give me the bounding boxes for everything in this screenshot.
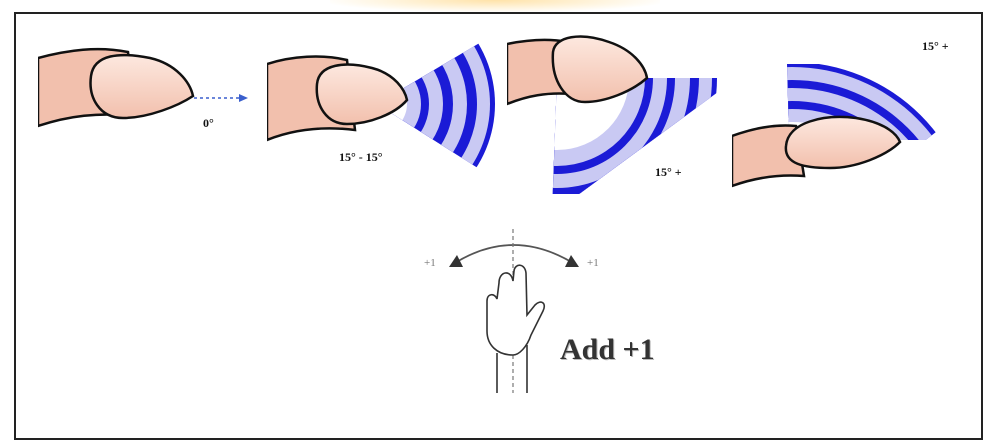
top-band [0,0,999,12]
fingernail-shape [91,55,193,118]
arrowhead-icon [239,94,248,102]
rotation-arc [455,245,573,263]
right-arrowhead-icon [565,255,579,267]
panel-zero-degree: 0° [38,34,258,194]
add-one-label: Add +1 [560,333,655,367]
angle-label: 0° [203,116,214,131]
rotation-left-note: +1 [424,257,436,269]
fingernail-shape [317,65,407,124]
left-arrowhead-icon [449,255,463,267]
hand-rotation-illustration [415,225,615,400]
hand-icon [487,265,544,355]
angle-label: 15° + [922,39,949,54]
finger-wave-up-illustration [732,34,964,194]
top-accent-glow [330,0,660,12]
angle-label: 15° + [655,165,682,180]
panel-fifteen-range: 15° - 15° [267,34,499,194]
finger-wave-down-illustration [507,34,727,194]
finger-wave-range-illustration [267,34,499,194]
rotation-right-note: +1 [587,257,599,269]
angle-label: 15° - 15° [339,150,383,165]
panel-fifteen-up: 15° + [732,34,964,194]
finger-zero-degree-illustration [38,34,258,194]
panel-fifteen-down: 15° + [507,34,727,194]
